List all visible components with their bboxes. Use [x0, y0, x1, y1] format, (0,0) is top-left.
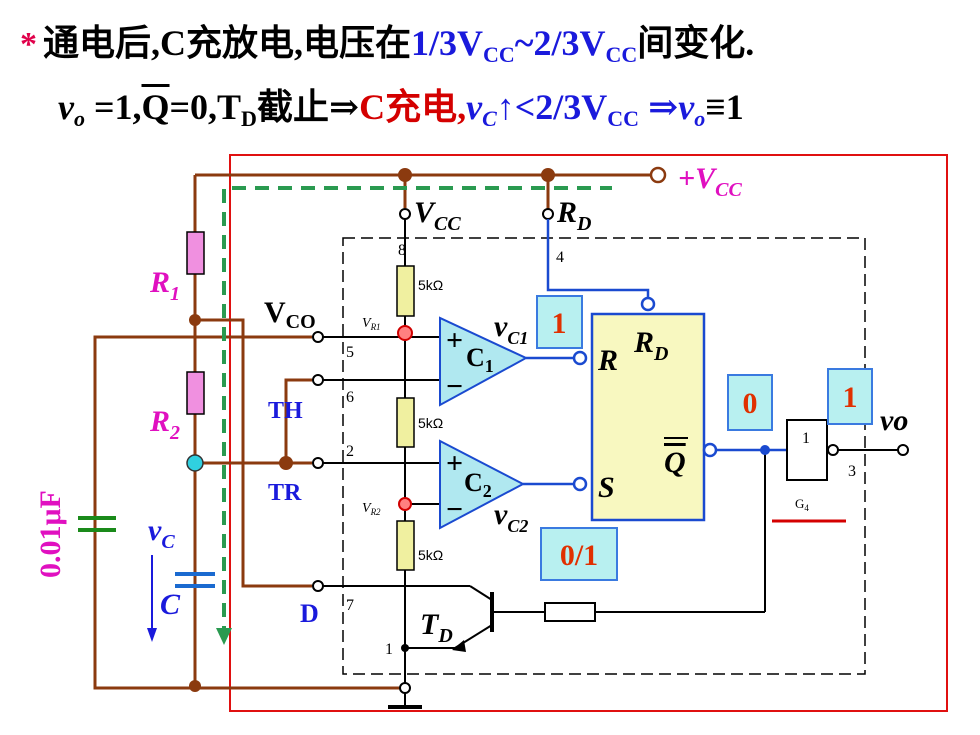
vco-label: VCO — [264, 296, 316, 333]
pin7-num: 7 — [346, 597, 354, 614]
ff-r-label: R — [597, 344, 618, 377]
rs-flipflop — [590, 312, 706, 522]
q-junction — [760, 445, 770, 455]
c-label: C — [160, 588, 181, 621]
r1-resistor — [186, 231, 205, 275]
base-resistor — [544, 602, 596, 622]
tr-node — [186, 454, 204, 472]
up-arrow-icon: ↑ — [496, 87, 515, 127]
comparator-c1 — [439, 316, 529, 407]
g4-symbol: 1 — [802, 430, 810, 447]
res1-value: 5kΩ — [418, 277, 443, 293]
vr1-node — [397, 325, 413, 341]
timing-capacitor — [175, 572, 215, 588]
vo-symbol: vo — [58, 87, 85, 131]
c2-minus: − — [446, 493, 463, 526]
vo-result: vo — [678, 87, 706, 131]
ff-rd-label: RD — [633, 326, 668, 365]
state-boxes — [536, 295, 873, 581]
res3-value: 5kΩ — [418, 547, 443, 563]
pin3-num: 3 — [848, 463, 856, 480]
cap-value: 0.01μF — [34, 490, 67, 578]
d-label: D — [300, 599, 319, 628]
rd-input-bubble — [640, 296, 656, 312]
pin4-num: 4 — [556, 249, 564, 266]
pin5-num: 5 — [346, 344, 354, 361]
state-q: 0 — [743, 387, 758, 420]
th-label: TH — [268, 398, 303, 424]
pin2-num: 2 — [346, 443, 354, 460]
header-line-2: vo =1,Q=0,TD截止⇒C充电,vC↑<2/3VCC ⇒vo≡1 — [58, 78, 980, 132]
c1-minus: − — [446, 370, 463, 403]
divider-resistors — [396, 265, 415, 571]
vr1-label: VR1 — [362, 316, 381, 332]
rd-pin-label: RD — [556, 196, 591, 235]
vc-arrow-icon — [147, 628, 157, 642]
range-low: 1/3VCC — [411, 23, 515, 67]
charge-arrow-icon — [216, 628, 232, 645]
threshold: <2/3VCC — [514, 87, 640, 131]
vr2-node — [398, 497, 412, 511]
comparator-c2 — [439, 439, 526, 530]
header-line-1: *通电后,C充放电,电压在1/3VCC~2/3VCC间变化. — [20, 14, 980, 68]
line2-td: =0,T — [169, 87, 242, 127]
control-capacitor — [78, 516, 116, 532]
s-input-bubble — [572, 476, 588, 492]
state-vo: 1 — [843, 381, 858, 414]
line2-cutoff: 截止⇒ — [256, 87, 360, 127]
qbar-output-bubble — [702, 442, 718, 458]
ground-junction — [401, 644, 409, 652]
line2-td-sub: D — [241, 106, 257, 131]
vcc-terminal — [649, 166, 667, 184]
tr-label: TR — [268, 480, 302, 506]
c2-plus: + — [446, 447, 463, 480]
qbar-symbol: Q — [141, 87, 170, 127]
vcc-pin-label: VCC — [414, 196, 461, 235]
state-vc2: 0/1 — [560, 539, 598, 572]
charge-path — [222, 186, 612, 640]
c1-plus: + — [446, 324, 463, 357]
td-label: TD — [420, 608, 453, 647]
g4-name: G4 — [795, 496, 809, 513]
r1-label: R1 — [149, 266, 180, 305]
vc1-label: vC1 — [494, 310, 528, 348]
charge-text: C充电, — [359, 87, 467, 127]
bullet-star: * — [20, 26, 37, 63]
implies-arrow-icon: ⇒ — [639, 87, 679, 127]
vc-label: vC — [148, 514, 175, 553]
c2-name: C2 — [464, 468, 492, 501]
logic-wires — [523, 219, 787, 486]
junction-dots — [189, 168, 555, 692]
r-input-bubble — [572, 350, 588, 366]
vc-symbol: vC — [466, 87, 497, 131]
vr2-label: VR2 — [362, 501, 381, 517]
chip-boundary — [342, 237, 866, 675]
state-vc1: 1 — [552, 307, 567, 340]
vcc-supply-label: +VCC — [678, 162, 742, 201]
line2-result: ≡1 — [705, 87, 744, 127]
pin6-num: 6 — [346, 389, 354, 406]
c1-name: C1 — [466, 343, 494, 376]
red-frame — [229, 154, 948, 712]
line1-tail: 间变化. — [637, 23, 755, 63]
range-high: ~2/3VCC — [514, 23, 638, 67]
vc2-label: vC2 — [494, 498, 528, 536]
res2-value: 5kΩ — [418, 415, 443, 431]
pin1-num: 1 — [385, 641, 393, 658]
pin8-num: 8 — [398, 242, 406, 259]
r2-resistor — [186, 371, 205, 415]
r2-label: R2 — [149, 405, 180, 444]
line1-text: 通电后,C充放电,电压在 — [43, 23, 411, 63]
ff-qbar-label: Q — [664, 446, 686, 479]
inverter-bubble — [827, 444, 839, 456]
inverter-g4 — [786, 419, 828, 481]
emitter-arrow-icon — [452, 640, 466, 652]
line2-eq: =1, — [84, 87, 142, 127]
vo-label: vo — [880, 404, 908, 437]
ff-s-label: S — [598, 471, 615, 504]
